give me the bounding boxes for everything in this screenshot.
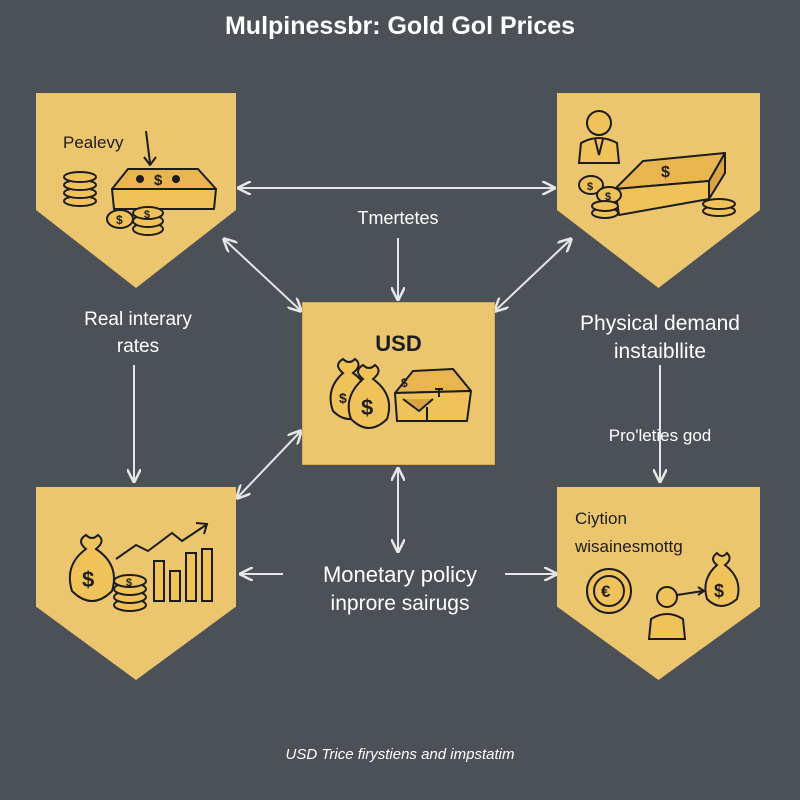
svg-text:$: $ xyxy=(154,172,163,189)
svg-text:$: $ xyxy=(144,209,150,221)
node-center-label: USD xyxy=(375,331,422,356)
svg-text:$: $ xyxy=(714,581,724,601)
node-bottom-right-label-2: wisainesmottg xyxy=(575,537,683,556)
svg-text:$: $ xyxy=(126,577,132,589)
node-bottom-right-label-1: Ciytion xyxy=(575,509,627,528)
label-right-lower: Pro'leties god xyxy=(608,426,712,445)
coin-stack-icon: $ xyxy=(113,574,147,612)
svg-text:$: $ xyxy=(661,164,670,181)
svg-text:$: $ xyxy=(361,395,373,420)
person-icon xyxy=(577,110,621,164)
money-bag-icon: $ xyxy=(704,551,740,607)
node-bottom-right: Ciytion wisainesmottg € $ xyxy=(557,487,760,680)
money-bag-icon: $ $ xyxy=(329,357,391,429)
label-top-middle: Tmertetes xyxy=(357,208,439,228)
label-bottom-line2: inprore sairugs xyxy=(330,592,470,615)
node-top-left-label: Pealevy xyxy=(63,133,124,152)
arrow-tl-center xyxy=(225,240,300,310)
arrow-center-bl xyxy=(238,432,300,497)
arrow-tr-center xyxy=(496,240,570,310)
euro-coin-icon: € xyxy=(586,568,632,614)
gold-bar-icon: $ xyxy=(111,130,217,210)
label-left-line1: Real interary xyxy=(84,309,192,330)
bar-chart-icon xyxy=(115,522,213,602)
money-bag-icon: $ xyxy=(68,533,115,602)
svg-text:$: $ xyxy=(401,376,408,390)
svg-text:$: $ xyxy=(587,181,593,193)
label-left-line2: rates xyxy=(116,336,160,357)
gold-bar-icon: $ xyxy=(394,368,472,422)
person-icon xyxy=(647,586,706,640)
svg-text:$: $ xyxy=(116,213,123,227)
svg-text:€: € xyxy=(601,582,611,601)
node-center: USD $ $ $ xyxy=(302,302,495,465)
svg-text:$: $ xyxy=(605,191,611,203)
gold-bar-icon: $ xyxy=(614,152,726,216)
diagram-title: Mulpinessbr: Gold Gol Prices xyxy=(224,12,576,40)
coin-stack-icon: $ $ xyxy=(63,171,164,236)
label-bottom-line1: Monetary policy xyxy=(322,562,478,587)
coin-stack-icon: $ $ xyxy=(578,175,736,219)
label-right-line2: instaibllite xyxy=(613,340,707,363)
svg-text:$: $ xyxy=(82,567,94,592)
caption: USD Trice firystiens and impstatim xyxy=(285,746,515,763)
svg-text:$: $ xyxy=(339,390,347,406)
label-right-line1: Physical demand xyxy=(580,312,740,335)
